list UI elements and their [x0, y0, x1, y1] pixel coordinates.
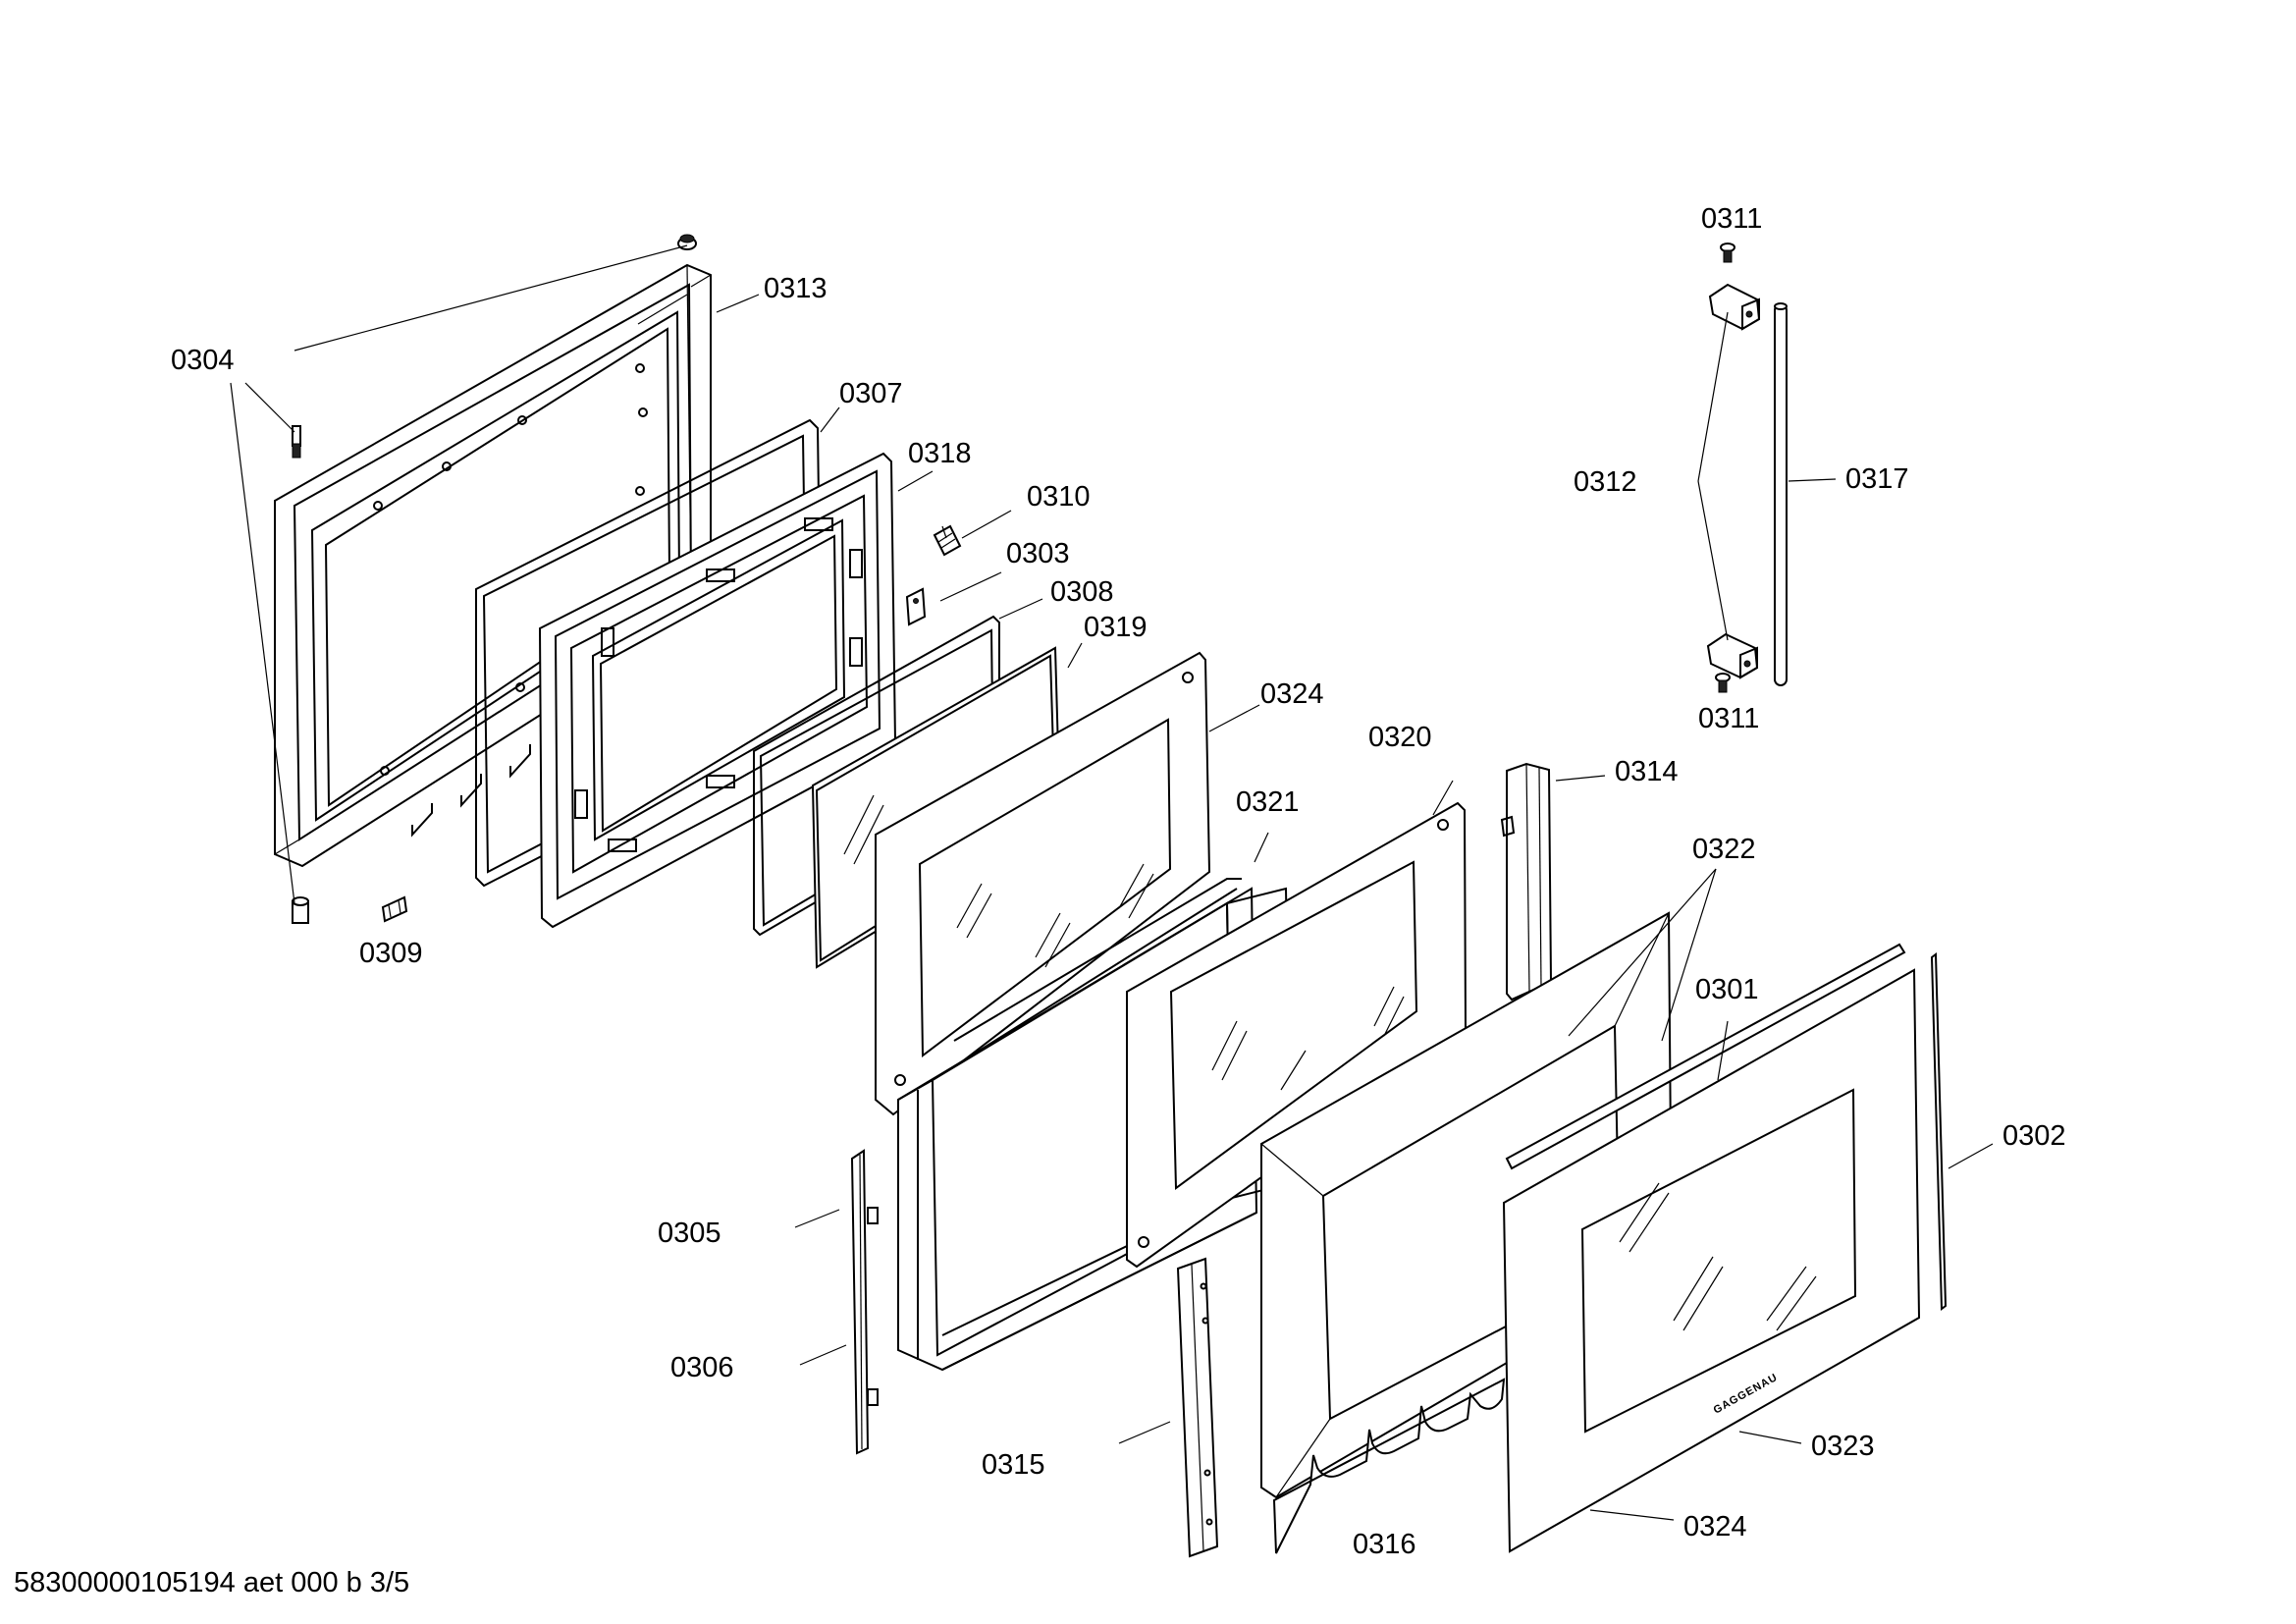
callout-0313: 0313: [764, 273, 828, 304]
callout-0311-top: 0311: [1701, 203, 1762, 235]
callout-0317: 0317: [1845, 463, 1909, 495]
part-0317-handle-bar: [1774, 302, 1788, 686]
part-0304-pin: [292, 425, 301, 459]
part-0312-bracket-top: [1708, 283, 1761, 331]
part-0305-side-rail: [850, 1149, 879, 1455]
callout-0308: 0308: [1050, 576, 1114, 608]
callout-0305: 0305: [658, 1218, 721, 1249]
part-0323-outer-glass: GAGGENAU: [1502, 968, 1921, 1553]
callout-0319: 0319: [1084, 612, 1148, 643]
part-0324-glass-panel-upper: [875, 651, 1211, 1116]
callout-0303: 0303: [1006, 538, 1070, 569]
callout-0312: 0312: [1574, 466, 1637, 498]
callout-0309: 0309: [359, 938, 423, 969]
part-0312-bracket-bottom: [1706, 632, 1759, 679]
callout-0324-lower: 0324: [1683, 1511, 1747, 1543]
part-0316-bottom-strip: [1272, 1378, 1506, 1554]
part-0315-vertical-rail: [1176, 1257, 1219, 1558]
part-0301-strip: [1505, 943, 1906, 1170]
part-0302-seal: [1930, 952, 1948, 1311]
callout-0306: 0306: [670, 1352, 734, 1383]
part-0309-clip: [381, 895, 408, 923]
callout-0304: 0304: [171, 345, 235, 376]
callout-0307: 0307: [839, 378, 903, 409]
part-0310-screw: [933, 524, 962, 557]
callout-0311-bottom: 0311: [1698, 703, 1759, 734]
callout-0301: 0301: [1695, 974, 1759, 1005]
callout-0321: 0321: [1236, 786, 1300, 818]
part-0311-screw-bottom: [1715, 673, 1731, 693]
part-0311-screw-top: [1720, 243, 1735, 263]
leader-lines: [230, 244, 1994, 1521]
callout-0314: 0314: [1615, 756, 1679, 787]
callout-0324: 0324: [1260, 678, 1324, 710]
callout-0310: 0310: [1027, 481, 1091, 513]
drawing-number: 58300000105194 aet 000 b 3/5: [14, 1567, 410, 1598]
part-0303-plate: [905, 587, 927, 626]
callout-0323: 0323: [1811, 1431, 1875, 1462]
callout-0320: 0320: [1368, 722, 1432, 753]
callout-0318: 0318: [908, 438, 972, 469]
callout-0315: 0315: [982, 1449, 1045, 1481]
callout-0302: 0302: [2002, 1120, 2066, 1152]
part-0304-bushing: [292, 896, 309, 924]
callout-0322: 0322: [1692, 834, 1756, 865]
callout-labels: 0313 0304 0307 0318 0310 0303 0308 0319 …: [171, 203, 2066, 1560]
part-0314-side-profile: [1500, 762, 1553, 1001]
callout-0316: 0316: [1353, 1529, 1416, 1560]
